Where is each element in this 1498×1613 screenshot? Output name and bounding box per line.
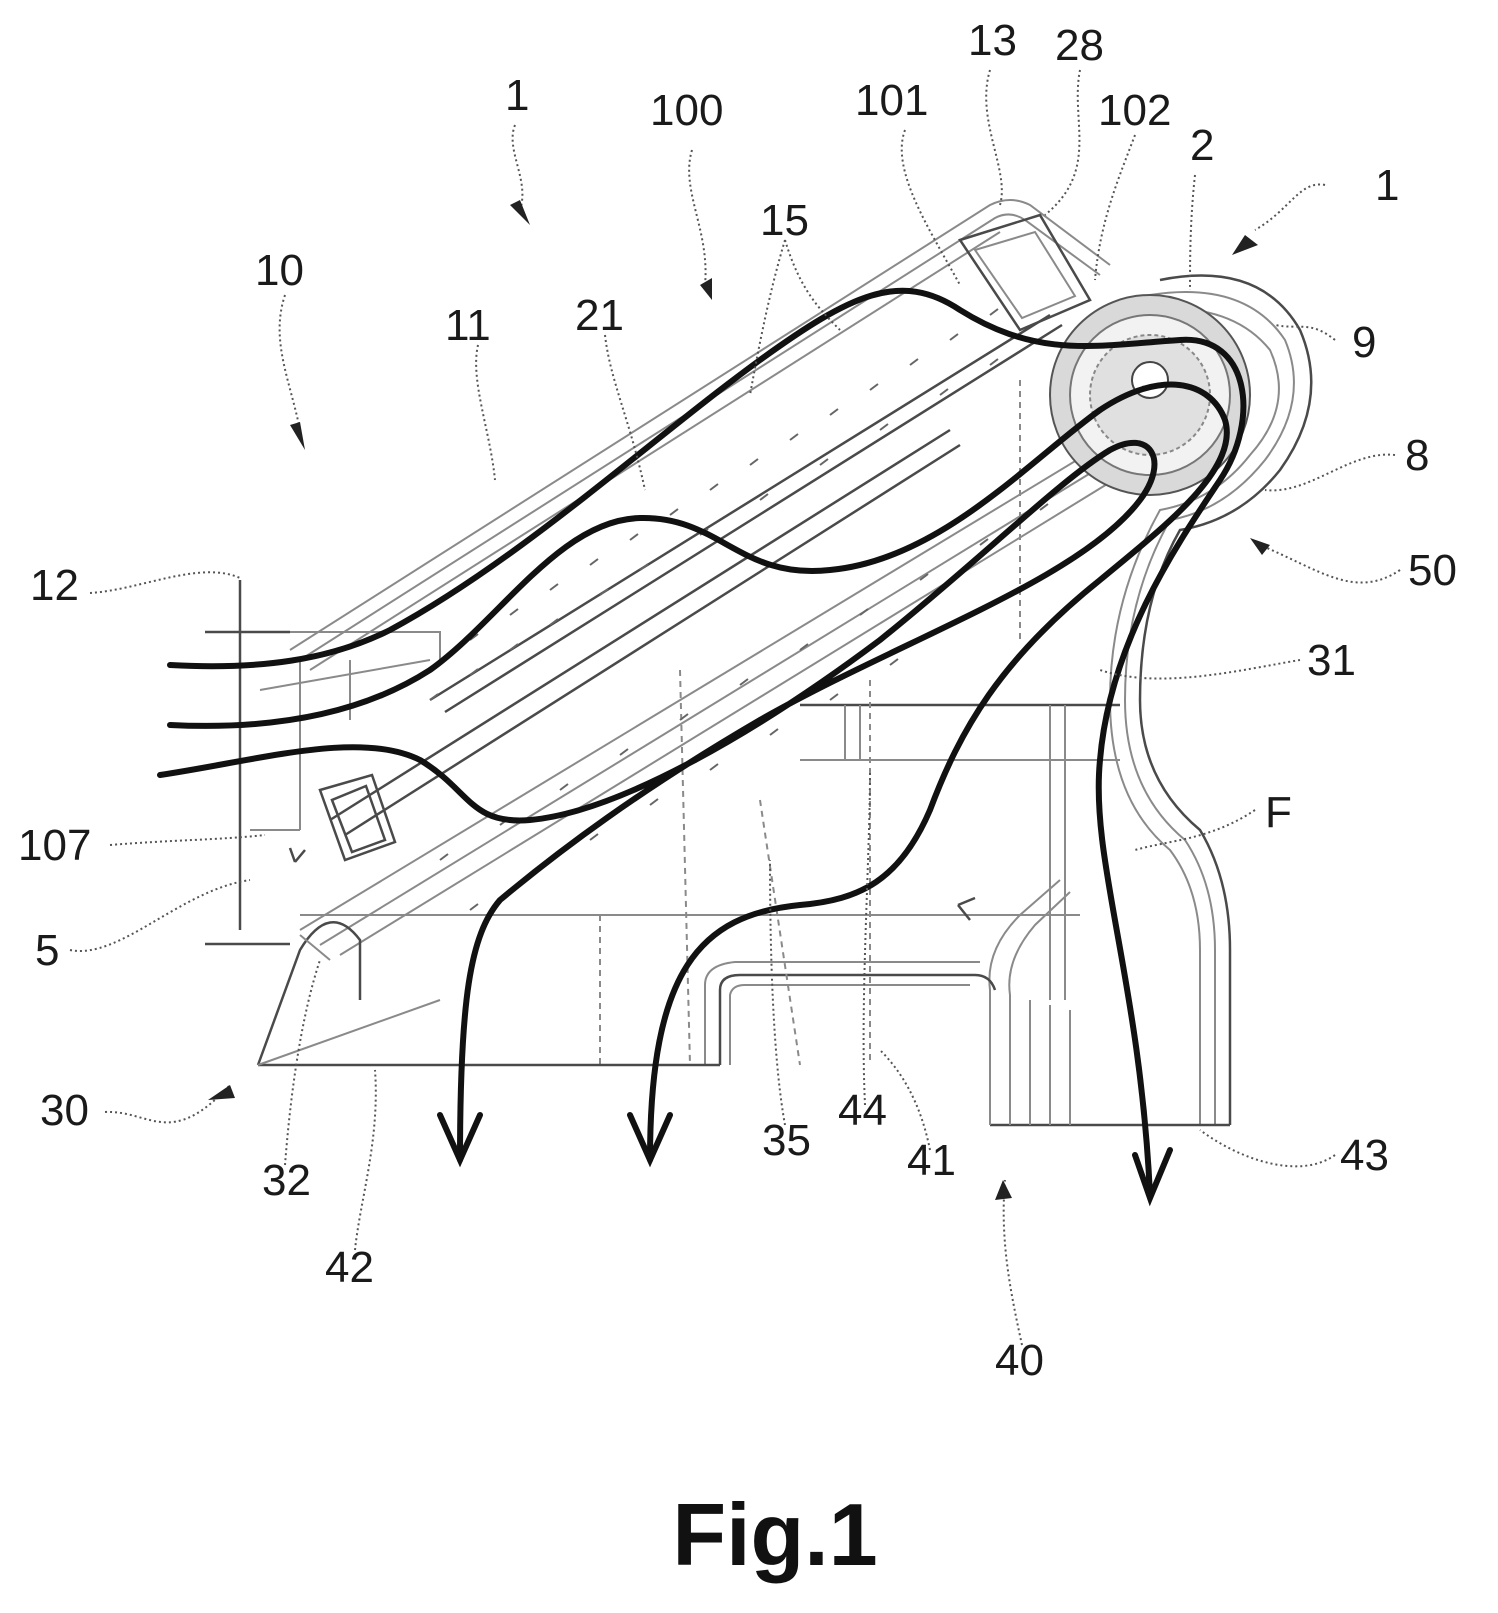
label-42: 42 bbox=[325, 1243, 374, 1292]
label-107: 107 bbox=[18, 821, 91, 870]
label-50: 50 bbox=[1408, 546, 1457, 595]
label-100: 100 bbox=[650, 86, 723, 135]
label-8: 8 bbox=[1405, 431, 1429, 480]
label-43: 43 bbox=[1340, 1131, 1389, 1180]
label-1-left: 1 bbox=[505, 71, 529, 120]
label-101: 101 bbox=[855, 76, 928, 125]
label-41: 41 bbox=[907, 1136, 956, 1185]
label-13: 13 bbox=[968, 16, 1017, 65]
label-12: 12 bbox=[30, 561, 79, 610]
label-21: 21 bbox=[575, 291, 624, 340]
label-35: 35 bbox=[762, 1116, 811, 1165]
label-11: 11 bbox=[445, 301, 491, 350]
figure-caption: Fig.1 bbox=[672, 1485, 877, 1584]
label-31: 31 bbox=[1307, 636, 1356, 685]
label-9: 9 bbox=[1352, 318, 1376, 367]
reference-labels: 1 1 2 5 8 9 10 11 12 13 15 21 28 30 31 3… bbox=[18, 16, 1457, 1385]
label-30: 30 bbox=[40, 1086, 89, 1135]
label-102: 102 bbox=[1098, 86, 1171, 135]
label-10: 10 bbox=[255, 246, 304, 295]
label-40: 40 bbox=[995, 1336, 1044, 1385]
label-28: 28 bbox=[1055, 21, 1104, 70]
label-1-right: 1 bbox=[1375, 161, 1399, 210]
label-F: F bbox=[1265, 788, 1292, 837]
label-44: 44 bbox=[838, 1086, 887, 1135]
airflow-paths bbox=[160, 291, 1243, 1198]
label-15: 15 bbox=[760, 196, 809, 245]
label-2: 2 bbox=[1190, 121, 1214, 170]
label-5: 5 bbox=[35, 926, 59, 975]
label-32: 32 bbox=[262, 1156, 311, 1205]
